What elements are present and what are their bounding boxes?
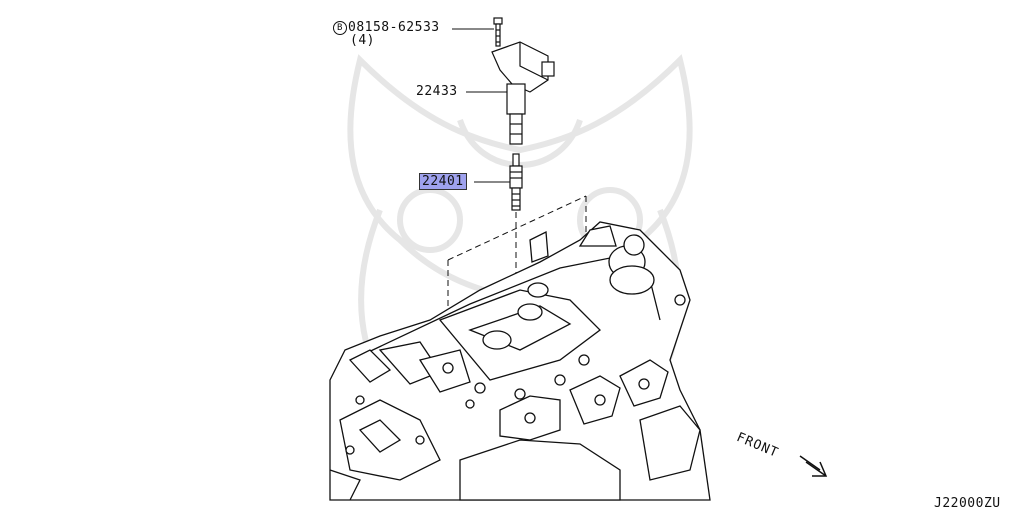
- bolt-symbol-icon: B: [333, 21, 347, 35]
- leader-lines: [452, 28, 512, 183]
- callout-spark-plug[interactable]: 22401: [419, 173, 467, 190]
- front-arrow-icon: [799, 455, 828, 477]
- engine-head-part: [329, 221, 711, 501]
- callout-ignition-coil[interactable]: 22433: [416, 84, 458, 99]
- ignition-coil-part: [491, 41, 555, 145]
- figure-code: J22000ZU: [934, 496, 1001, 511]
- callout-bolt-qty: (4): [350, 33, 375, 48]
- bolt-part-number: 08158-62533: [348, 20, 440, 35]
- spark-plug-part: [509, 153, 523, 211]
- bolt-part: [493, 17, 503, 47]
